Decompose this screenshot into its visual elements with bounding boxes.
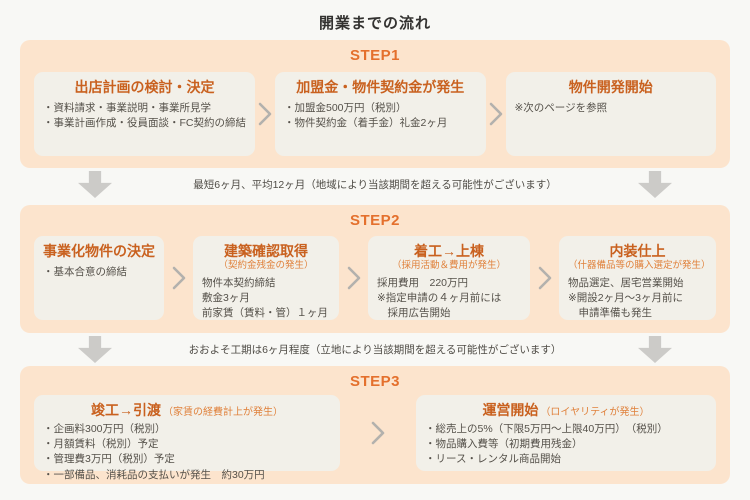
box-item: ・総売上の5%（下限5万円～上限40万円） （税別） [425,423,668,435]
chevron-right-icon [255,72,275,156]
box-title: 建築確認取得 [224,243,308,259]
box-title-main: 運営開始 [482,402,539,418]
flow-box-property-decision: 事業化物件の決定 ・基本合意の締結 [34,236,164,320]
box-item: 前家賃（賃料・管）１ヶ月 [202,307,328,320]
box-item: ・基本合意の締結 [43,265,127,278]
connector-step1-step2: 最短6ヶ月、平均12ヶ月（地域により当該期間を超える可能性がございます） [20,169,730,202]
box-item: ・一部備品、消耗品の支払いが発生 約30万円 [43,468,265,481]
step3-box-row: 竣工→引渡（家賃の経費計上が発生） ・企画料300万円（税別） ・月額賃料（税別… [34,395,716,481]
chevron-right-icon [340,395,416,471]
box-subtitle: （採用活動＆費用が発生） [391,259,506,271]
box-item: 採用費用 220万円 [377,276,469,289]
box-item: ・加盟金500万円（税別） [284,101,407,114]
box-item: 採用広告開始 [377,307,451,320]
step3-section: STEP3 竣工→引渡（家賃の経費計上が発生） ・企画料300万円（税別） ・月… [20,366,730,484]
box-title: 加盟金・物件契約金が発生 [296,79,465,95]
step1-label: STEP1 [349,47,401,64]
box-item: ・企画料300万円（税別） [43,423,166,435]
box-item: ・資料請求・事業説明・事業所見学 [43,101,211,114]
box-title: 物件開発開始 [568,79,653,95]
box-subtitle: （什器備品等の購入選定が発生） [568,259,711,271]
box-title: 内装仕上 [609,243,666,259]
chevron-right-icon [339,236,368,320]
flow-box-operation-start: 運営開始（ロイヤリティが発生） ・総売上の5%（下限5万円～上限40万円） （税… [416,395,716,471]
flow-box-construction-start: 着工→上棟 （採用活動＆費用が発生） 採用費用 220万円 ※指定申請の４ヶ月前… [368,236,530,320]
box-item: ・物件契約金（着手金）礼金2ヶ月 [284,117,448,130]
box-title-main: 竣工→引渡 [91,402,161,418]
flow-box-franchise-fee: 加盟金・物件契約金が発生 ・加盟金500万円（税別） ・物件契約金（着手金）礼金… [275,72,486,156]
box-title: 着工→上棟 [414,243,484,259]
flow-box-interior-finish: 内装仕上 （什器備品等の購入選定が発生） 物品選定、居宅営業開始 ※開設2ヶ月～… [559,236,716,320]
box-item: ※指定申請の４ヶ月前には [377,291,502,304]
box-title: 出店計画の検討・決定 [74,79,215,95]
box-item: 物件本契約締結 [202,276,276,289]
flow-box-building-confirmation: 建築確認取得 （契約金残金の発生） 物件本契約締結 敷金3ヶ月 前家賃（賃料・管… [193,236,339,320]
step1-box-row: 出店計画の検討・決定 ・資料請求・事業説明・事業所見学 ・事業計画作成・役員面談… [34,72,716,156]
chevron-right-icon [164,236,193,320]
box-title: 竣工→引渡（家賃の経費計上が発生） [43,402,331,419]
page-title: 開業までの流れ [318,15,431,32]
box-item: 敷金3ヶ月 [202,291,250,304]
box-item: ※次のページを参照 [514,101,608,114]
connector-step2-step3: おおよそ工期は6ヶ月程度（立地により当該期間を超える可能性がございます） [20,334,730,367]
box-item: ・リース・レンタル商品開始 [425,453,561,466]
box-item: ・事業計画作成・役員面談・FC契約の締結 [43,117,246,130]
box-title: 運営開始（ロイヤリティが発生） [425,402,707,419]
step2-box-row: 事業化物件の決定 ・基本合意の締結 建築確認取得 （契約金残金の発生） 物件本契… [34,236,716,320]
box-item: ・物品購入費等（初期費用残金） [425,438,583,451]
flow-box-store-plan: 出店計画の検討・決定 ・資料請求・事業説明・事業所見学 ・事業計画作成・役員面談… [34,72,255,156]
step1-section: STEP1 出店計画の検討・決定 ・資料請求・事業説明・事業所見学 ・事業計画作… [20,40,730,168]
chevron-right-icon [486,72,506,156]
box-title: 事業化物件の決定 [43,243,155,259]
box-item: ※開設2ヶ月～3ヶ月前に [568,291,683,304]
connector-note: おおよそ工期は6ヶ月程度（立地により当該期間を超える可能性がございます） [188,344,562,356]
flow-box-property-development: 物件開発開始 ※次のページを参照 [505,72,716,156]
step2-section: STEP2 事業化物件の決定 ・基本合意の締結 建築確認取得 （契約金残金の発生… [20,205,730,333]
step2-label: STEP2 [349,212,401,229]
connector-note: 最短6ヶ月、平均12ヶ月（地域により当該期間を超える可能性がございます） [193,179,557,191]
box-title-note: （家賃の経費計上が発生） [163,407,283,418]
flow-box-completion-handover: 竣工→引渡（家賃の経費計上が発生） ・企画料300万円（税別） ・月額賃料（税別… [34,395,340,481]
box-subtitle: （契約金残金の発生） [218,259,314,271]
box-item: ・月額賃料（税別）予定 [43,438,159,451]
box-title-note: （ロイヤリティが発生） [540,407,650,418]
step3-label: STEP3 [349,373,401,390]
box-item: 申請準備も発生 [568,307,652,320]
chevron-right-icon [530,236,559,320]
box-item: 物品選定、居宅営業開始 [568,276,684,289]
box-item: ・管理費3万円（税別）予定 [43,453,175,466]
